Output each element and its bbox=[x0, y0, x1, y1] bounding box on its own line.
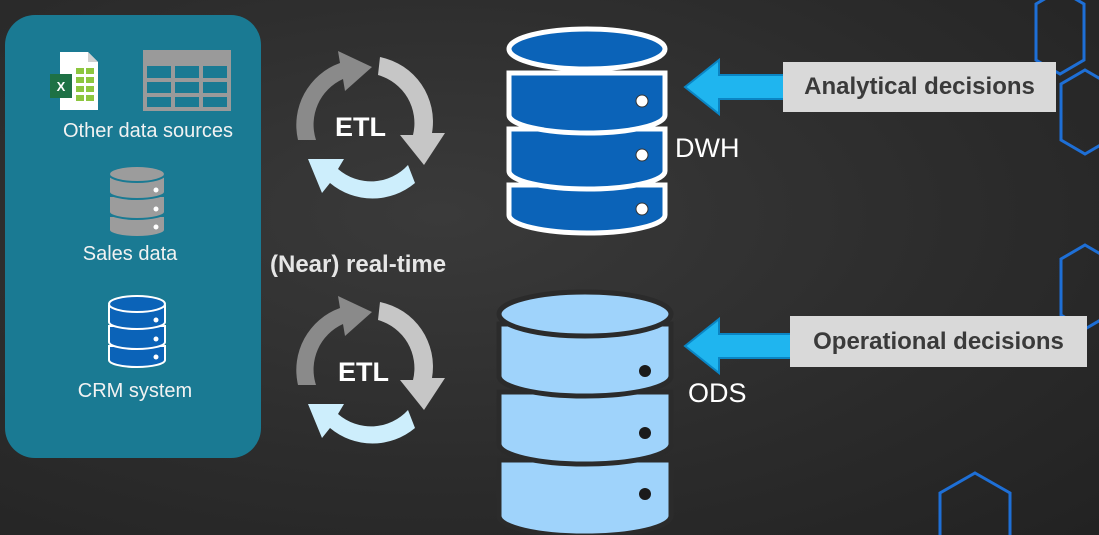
ods-database-icon bbox=[496, 289, 674, 535]
hexagon-bottom bbox=[938, 471, 1012, 535]
crm-system-label: CRM system bbox=[77, 380, 193, 402]
excel-icon: X bbox=[50, 52, 98, 110]
etl-bottom-label: ETL bbox=[338, 357, 389, 387]
near-realtime-label: (Near) real-time bbox=[270, 251, 447, 278]
etl-top-label: ETL bbox=[335, 112, 386, 142]
etl-cycle-realtime-icon bbox=[296, 296, 445, 444]
other-sources-label: Other data sources bbox=[62, 120, 234, 142]
dwh-database-icon bbox=[506, 26, 668, 236]
operational-arrow bbox=[683, 316, 792, 376]
ods-label: ODS bbox=[688, 378, 747, 408]
analytical-decisions-box: Analytical decisions bbox=[783, 62, 1056, 112]
sales-data-label: Sales data bbox=[82, 243, 178, 265]
analytical-arrow bbox=[683, 57, 787, 117]
crm-database-icon bbox=[108, 295, 166, 368]
etl-cycle-icon bbox=[296, 51, 445, 199]
sales-database-icon bbox=[108, 165, 166, 238]
excel-badge: X bbox=[57, 79, 66, 94]
table-icon bbox=[143, 50, 231, 111]
operational-decisions-box: Operational decisions bbox=[790, 316, 1087, 367]
dwh-label: DWH bbox=[675, 133, 740, 163]
